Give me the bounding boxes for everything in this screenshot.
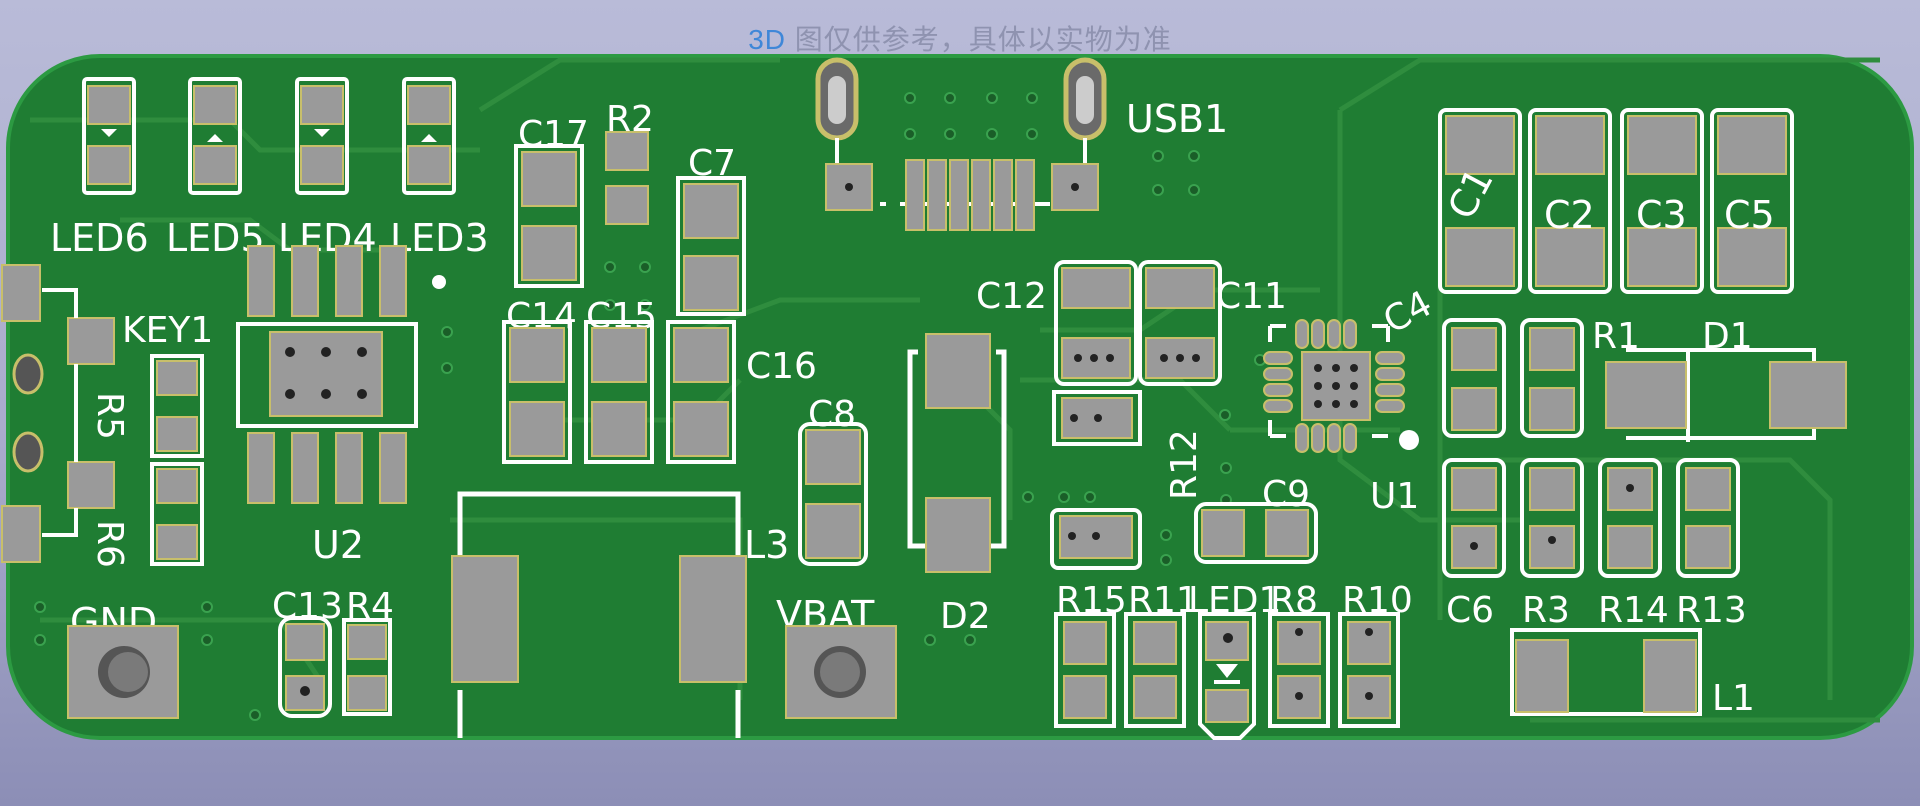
label-c8: C8 — [808, 394, 856, 435]
led4-component — [295, 77, 349, 195]
label-usb1: USB1 — [1126, 97, 1228, 141]
copper-traces — [30, 57, 1880, 723]
c14-c15-c16-components — [502, 320, 736, 464]
label-c17: C17 — [518, 114, 589, 155]
label-r12: R12 — [1164, 429, 1205, 500]
label-c11: C11 — [1216, 276, 1287, 317]
c12-c11-capacitors — [1052, 260, 1222, 446]
caption-text: 图仅供参考，具体以实物为准 — [794, 24, 1172, 55]
r1-d1-area — [1442, 318, 1847, 442]
label-d2: D2 — [940, 596, 991, 637]
d2-diode — [907, 333, 1007, 573]
label-l1: L1 — [1712, 678, 1755, 719]
u1-qfn-chip — [1263, 319, 1419, 453]
c6-r3-r14-r13-components — [1442, 458, 1740, 578]
label-u1: U1 — [1370, 476, 1419, 517]
key1-switch — [1, 264, 115, 563]
r5-r6-resistors — [150, 354, 204, 566]
l1-inductor — [1510, 628, 1702, 716]
c13-r4-components — [278, 616, 392, 718]
label-r13: R13 — [1676, 590, 1747, 631]
caption-prefix: 3D — [748, 24, 786, 55]
label-c12: C12 — [976, 276, 1047, 317]
usb1-connector — [815, 57, 1107, 231]
led3-component — [402, 77, 456, 195]
vbat-test-pad — [785, 625, 897, 719]
c8-component — [798, 422, 868, 566]
label-u2: U2 — [312, 523, 364, 567]
c17-r2-c7-components — [514, 131, 746, 316]
label-c3: C3 — [1636, 193, 1687, 237]
led6-component — [82, 77, 136, 195]
label-c16: C16 — [746, 346, 817, 387]
led-array — [82, 77, 456, 195]
label-r3: R3 — [1522, 590, 1570, 631]
u2-chip — [236, 245, 418, 504]
label-r14: R14 — [1598, 590, 1669, 631]
bottom-resistor-row — [1054, 612, 1400, 740]
c9-capacitor — [1194, 502, 1318, 564]
gnd-test-pad — [67, 625, 179, 719]
label-c6: C6 — [1446, 590, 1494, 631]
label-r5: R5 — [89, 392, 130, 440]
label-led6: LED6 — [50, 216, 149, 260]
label-r6: R6 — [89, 520, 130, 568]
label-c9: C9 — [1262, 474, 1310, 515]
r12-resistor-block — [1050, 508, 1142, 570]
label-l3: L3 — [744, 523, 789, 567]
c1-c2-c3-c5-capacitors — [1438, 108, 1794, 294]
label-c5: C5 — [1724, 193, 1775, 237]
l3-inductor — [451, 491, 747, 738]
label-c2: C2 — [1544, 193, 1595, 237]
reference-caption: 3D 图仅供参考，具体以实物为准 — [0, 18, 1920, 58]
label-key1: KEY1 — [122, 310, 213, 351]
pin1-marker-u2 — [432, 275, 446, 289]
led5-component — [188, 77, 242, 195]
